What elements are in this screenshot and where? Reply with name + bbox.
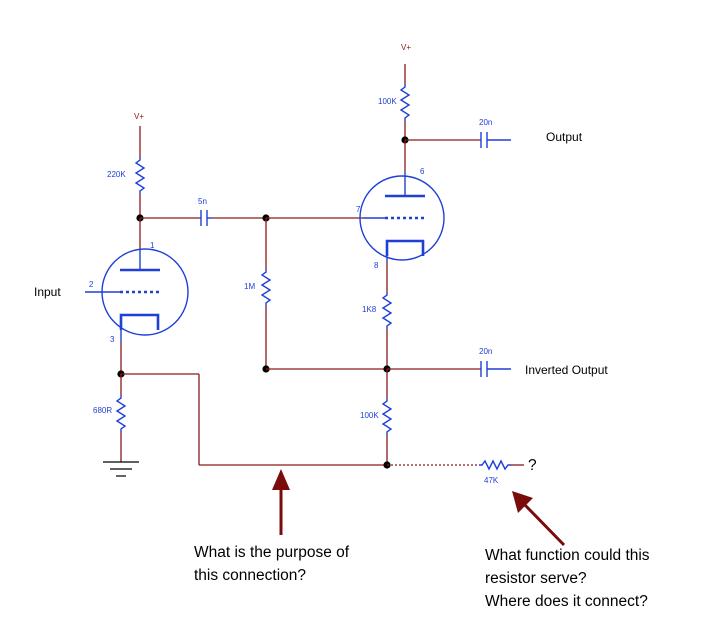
resistor-question-line-1: What function could this xyxy=(485,547,650,564)
resistor-1k8 xyxy=(381,292,393,329)
grid-network: 1M xyxy=(212,214,387,373)
pin-6-label: 6 xyxy=(420,167,425,176)
triode-v1-cathode xyxy=(119,313,160,330)
triode-v2-envelope xyxy=(359,175,445,261)
inverted-output-label: Inverted Output xyxy=(525,363,608,377)
connection-question-line-2: this connection? xyxy=(194,567,306,584)
resistor-1m-label: 1M xyxy=(244,282,255,291)
capacitor-output-label: 20n xyxy=(479,118,492,127)
output-label: Output xyxy=(546,130,583,144)
v1-stage: V+ 220K 5n 1 2 3 Input 680R xyxy=(34,112,387,477)
pin-8-label: 8 xyxy=(374,261,379,270)
pin-1-label: 1 xyxy=(150,241,155,250)
resistor-100k-bottom-label: 100K xyxy=(360,411,379,420)
resistor-680r-label: 680R xyxy=(93,406,112,415)
resistor-220k-label: 220K xyxy=(107,170,126,179)
annotation-resistor: What function could this resistor serve?… xyxy=(485,491,650,610)
input-label: Input xyxy=(34,285,61,299)
resistor-1m xyxy=(260,269,272,306)
triode-v2-cathode xyxy=(385,239,425,256)
resistor-question-line-3: Where does it connect? xyxy=(485,593,648,610)
resistor-100k-bottom xyxy=(381,398,393,435)
resistor-47k xyxy=(479,459,511,471)
pin-2-label: 2 xyxy=(89,280,94,289)
v-plus-label-right: V+ xyxy=(401,43,411,52)
arrow-head xyxy=(272,469,290,490)
resistor-100k-plate xyxy=(399,84,411,121)
capacitor-5n-label: 5n xyxy=(198,197,207,206)
resistor-question-line-2: resistor serve? xyxy=(485,570,587,587)
resistor-47k-label: 47K xyxy=(484,476,499,485)
resistor-1k8-label: 1K8 xyxy=(362,305,377,314)
annotation-connection: What is the purpose of this connection? xyxy=(194,469,350,584)
pin-7-label: 7 xyxy=(356,205,361,214)
arrow-head xyxy=(512,491,533,513)
resistor-220k xyxy=(134,157,146,194)
connection-question-line-1: What is the purpose of xyxy=(194,544,350,561)
resistor-100k-plate-label: 100K xyxy=(378,97,397,106)
v2-stage: V+ 100K 20n Output 6 7 8 1K8 xyxy=(356,43,608,485)
unknown-connection-mark: ? xyxy=(528,457,537,474)
arrow-shaft xyxy=(522,502,566,547)
capacitor-inverted-label: 20n xyxy=(479,347,492,356)
resistor-680r xyxy=(115,395,127,432)
v-plus-label-left: V+ xyxy=(134,112,144,121)
pin-3-label: 3 xyxy=(110,335,115,344)
